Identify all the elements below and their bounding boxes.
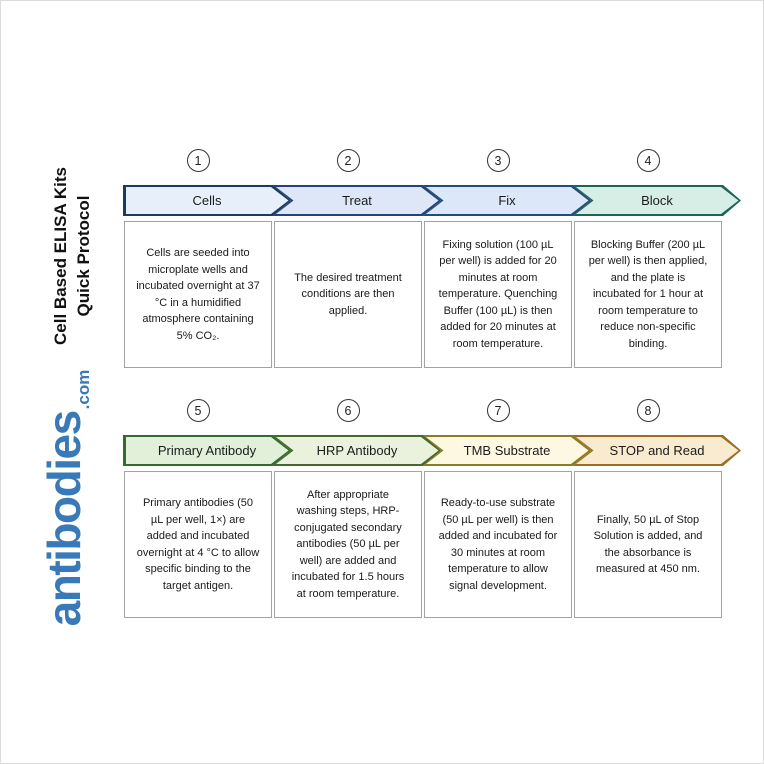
step-description: Finally, 50 µL of Stop Solution is added… [574, 471, 722, 618]
step-number: 4 [644, 153, 652, 168]
step-arrow-fill: Treat [276, 187, 439, 215]
step-number-badge: 3 [486, 149, 510, 172]
step-title: Fix [498, 193, 516, 208]
poster-title-line2: Quick Protocol [73, 195, 93, 317]
step-number: 5 [194, 403, 202, 418]
step-number-badge: 5 [186, 399, 210, 422]
brand-tld: .com [74, 369, 93, 410]
step-arrow-fill: TMB Substrate [426, 437, 589, 465]
brand-name: antibodies [38, 411, 90, 627]
step-number-badge: 7 [486, 399, 510, 422]
brand-logo: antibodies .com [37, 363, 93, 633]
step-description: Cells are seeded into microplate wells a… [124, 221, 272, 368]
step-arrow: Cells [123, 185, 291, 216]
step-arrow-fill: Block [576, 187, 739, 215]
step-number-badge: 6 [336, 399, 360, 422]
step-arrow: Treat [273, 185, 441, 216]
step-title: Cells [192, 193, 222, 208]
step-number: 1 [194, 153, 202, 168]
step-description: The desired treatment conditions are the… [274, 221, 422, 368]
step-number: 7 [494, 403, 502, 418]
step-title: Treat [342, 193, 372, 208]
step-title: TMB Substrate [463, 443, 551, 458]
step-description: After appropriate washing steps, HRP-con… [274, 471, 422, 618]
step-arrow-fill: HRP Antibody [276, 437, 439, 465]
step-arrow-fill: STOP and Read [576, 437, 739, 465]
step-arrow-fill: Primary Antibody [126, 437, 289, 465]
step-6-hrp-antibody: 6 HRP Antibody After appropriate washing… [273, 399, 423, 618]
step-number: 8 [644, 403, 652, 418]
step-number-badge: 8 [636, 399, 660, 422]
step-number-badge: 2 [336, 149, 360, 172]
step-arrow: TMB Substrate [423, 435, 591, 466]
step-arrow: Block [573, 185, 741, 216]
step-number-badge: 4 [636, 149, 660, 172]
step-3-fix: 3 Fix Fixing solution (100 µL per well) … [423, 149, 573, 368]
step-arrow: STOP and Read [573, 435, 741, 466]
step-2-treat: 2 Treat The desired treatment conditions… [273, 149, 423, 368]
step-1-cells: 1 Cells Cells are seeded into microplate… [123, 149, 273, 368]
step-7-tmb-substrate: 7 TMB Substrate Ready-to-use substrate (… [423, 399, 573, 618]
protocol-steps: 1 Cells Cells are seeded into microplate… [123, 149, 723, 649]
step-arrow: Primary Antibody [123, 435, 291, 466]
step-arrow: HRP Antibody [273, 435, 441, 466]
step-number: 2 [344, 153, 352, 168]
poster-title: Cell Based ELISA Kits Quick Protocol [50, 146, 96, 366]
step-4-block: 4 Block Blocking Buffer (200 µL per well… [573, 149, 723, 368]
step-title: STOP and Read [609, 443, 705, 458]
poster-title-line1: Cell Based ELISA Kits [51, 167, 70, 345]
step-title: HRP Antibody [316, 443, 398, 458]
protocol-row-1: 1 Cells Cells are seeded into microplate… [123, 149, 723, 368]
step-description: Primary antibodies (50 µL per well, 1×) … [124, 471, 272, 618]
step-description: Blocking Buffer (200 µL per well) is the… [574, 221, 722, 368]
step-8-stop-and-read: 8 STOP and Read Finally, 50 µL of Stop S… [573, 399, 723, 618]
step-title: Primary Antibody [157, 443, 257, 458]
step-number: 3 [494, 153, 502, 168]
step-arrow: Fix [423, 185, 591, 216]
step-arrow-fill: Cells [126, 187, 289, 215]
step-title: Block [641, 193, 673, 208]
step-description: Ready-to-use substrate (50 µL per well) … [424, 471, 572, 618]
step-arrow-fill: Fix [426, 187, 589, 215]
protocol-row-2: 5 Primary Antibody Primary antibodies (5… [123, 399, 723, 618]
step-number: 6 [344, 403, 352, 418]
step-description: Fixing solution (100 µL per well) is add… [424, 221, 572, 368]
step-number-badge: 1 [186, 149, 210, 172]
step-5-primary-antibody: 5 Primary Antibody Primary antibodies (5… [123, 399, 273, 618]
